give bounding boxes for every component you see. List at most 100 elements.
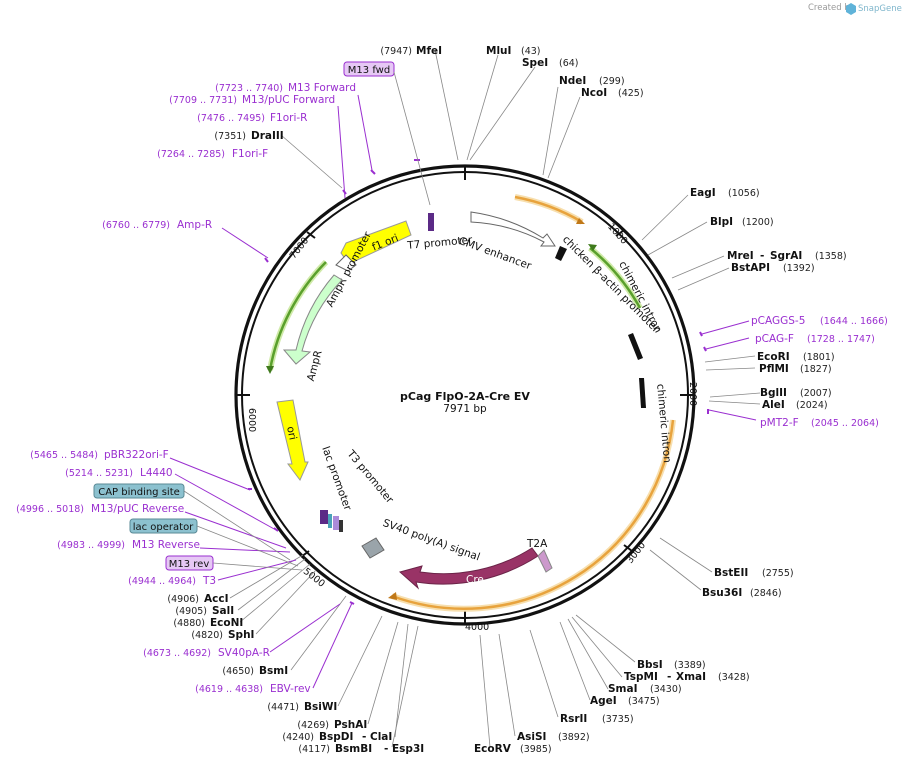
site-bglii-pos: (2007) bbox=[800, 388, 832, 399]
primer-sv40pa-r-pos: (4673 .. 4692) bbox=[143, 648, 211, 659]
site-ncoi-pos: (425) bbox=[618, 88, 644, 99]
primer-m13-reverse-pos: (4983 .. 4999) bbox=[57, 540, 125, 551]
snapgene-brand: SnapGene bbox=[858, 4, 902, 14]
chimeric-intron-block bbox=[628, 333, 643, 360]
site-connector-lines bbox=[229, 49, 761, 748]
primer-l4440-name: L4440 bbox=[140, 467, 173, 479]
primer-labels: (7723 .. 7740) M13 Forward (7709 .. 7731… bbox=[16, 82, 888, 695]
orf-arc-top-line bbox=[514, 195, 583, 224]
site-drei-pos: (1358) bbox=[815, 251, 847, 262]
svg-text:-: - bbox=[760, 250, 764, 262]
plasmid-name: pCag FlpO-2A-Cre EV bbox=[400, 390, 530, 403]
site-bsmi-name: BsmI bbox=[259, 665, 288, 677]
site-sphi-pos: (4820) bbox=[191, 630, 223, 641]
site-draiii-pos: (7351) bbox=[214, 131, 246, 142]
site-bsteii-name: BstEII bbox=[714, 567, 748, 579]
primer-pmt2-f-name: pMT2-F bbox=[760, 417, 799, 429]
site-bsu36i-pos: (2846) bbox=[750, 588, 782, 599]
orf-arc-green-left-arrow bbox=[266, 366, 274, 374]
cap-binding-box-label: CAP binding site bbox=[98, 487, 180, 498]
site-bspdi-pos: (4240) bbox=[282, 732, 314, 743]
created-by-label: Created by bbox=[808, 3, 855, 13]
orf-arc-bottom-arrow bbox=[388, 592, 397, 600]
tick-5000: 5000 bbox=[301, 566, 327, 590]
site-sali-name: SalI bbox=[212, 605, 234, 617]
orf-arc-green-right-arrow bbox=[588, 244, 597, 251]
t3-promoter-label: T3 promoter bbox=[344, 447, 396, 506]
primer-connector-lines bbox=[169, 94, 757, 689]
site-acci-pos: (4906) bbox=[167, 594, 199, 605]
svg-text:-: - bbox=[362, 731, 366, 743]
site-mlui-name: MluI bbox=[486, 45, 511, 57]
primer-pcag-f-name: pCAG-F bbox=[755, 333, 794, 345]
m13-fwd-box-label: M13 fwd bbox=[348, 65, 390, 76]
site-labels-left: (7351) DraIII (4906) AccI (4905) SalI (4… bbox=[167, 130, 424, 755]
primer-f1ori-r-pos: (7476 .. 7495) bbox=[197, 113, 265, 124]
primer-m13-reverse-name: M13 Reverse bbox=[132, 539, 200, 551]
primer-pcag-f-pos: (1728 .. 1747) bbox=[807, 334, 875, 345]
tick-7000: 7000 bbox=[288, 235, 312, 261]
tick-6000: 6000 bbox=[246, 408, 257, 432]
orf-arc-top-arrow bbox=[576, 218, 585, 224]
site-bsiwi-pos: (4471) bbox=[267, 702, 299, 713]
primer-m13puc-reverse-pos: (4996 .. 5018) bbox=[16, 504, 84, 515]
svg-text:-: - bbox=[384, 743, 388, 755]
site-asisi-pos: (3892) bbox=[558, 732, 590, 743]
backbone-ticks bbox=[236, 166, 694, 624]
orf-arc-green-left-line bbox=[268, 261, 327, 371]
site-acci-name: AccI bbox=[204, 593, 228, 605]
tick-3000: 3000 bbox=[625, 540, 649, 566]
tick-4000: 4000 bbox=[465, 622, 489, 633]
site-rsrii-name: RsrII bbox=[560, 713, 587, 725]
primer-pbr322ori-f-pos: (5465 .. 5484) bbox=[30, 450, 98, 461]
site-blpi-name: BlpI bbox=[710, 216, 733, 228]
site-ecori-pos: (1801) bbox=[803, 352, 835, 363]
primer-t3-name: T3 bbox=[202, 575, 216, 587]
cmv-enhancer-feature bbox=[470, 211, 556, 247]
t2a-label: T2A bbox=[526, 538, 548, 550]
site-asisi-name: AsiSI bbox=[517, 731, 546, 743]
site-bsmbi-pos: (4117) bbox=[298, 744, 330, 755]
primer-l4440-pos: (5214 .. 5231) bbox=[65, 468, 133, 479]
primer-ebv-rev-pos: (4619 .. 4638) bbox=[195, 684, 263, 695]
site-spei-name: SpeI bbox=[522, 57, 548, 69]
chimeric-intron-block-2 bbox=[639, 378, 646, 408]
sv40-polya-label: SV40 poly(A) signal bbox=[381, 517, 481, 563]
f1-ori-feature bbox=[340, 220, 412, 268]
primer-m13puc-forward-name: M13/pUC Forward bbox=[242, 94, 335, 106]
primer-m13-forward-name: M13 Forward bbox=[288, 82, 356, 94]
site-bsmbi-name: BsmBI bbox=[335, 743, 372, 755]
primer-m13puc-reverse-name: M13/pUC Reverse bbox=[91, 503, 184, 515]
site-smai-name: SmaI bbox=[608, 683, 638, 695]
site-draiii-name: DraIII bbox=[251, 130, 284, 142]
site-tspmi-name: TspMI bbox=[624, 671, 658, 683]
site-spei-pos: (64) bbox=[559, 58, 579, 69]
site-xmai-name: XmaI bbox=[676, 671, 706, 683]
site-pflmi-pos: (1827) bbox=[800, 364, 832, 375]
primer-t3-pos: (4944 .. 4964) bbox=[128, 576, 196, 587]
site-blpi-pos: (1200) bbox=[742, 217, 774, 228]
orf-arc-bottom-line bbox=[391, 419, 675, 610]
primer-pmt2-f-pos: (2045 .. 2064) bbox=[811, 418, 879, 429]
primer-amp-r-pos: (6760 .. 6779) bbox=[102, 220, 170, 231]
site-sgrai-name: SgrAI bbox=[770, 250, 802, 262]
site-bglii-name: BglII bbox=[760, 387, 787, 399]
site-mfei-pos: (7947) bbox=[380, 46, 412, 57]
site-pshai-pos: (4269) bbox=[297, 720, 329, 731]
orf-arc-top bbox=[514, 194, 584, 225]
site-bsiwi-name: BsiWI bbox=[304, 701, 337, 713]
m13-rev-box: M13 rev bbox=[165, 555, 214, 571]
ori-label: ori bbox=[284, 425, 299, 441]
lac-feature-cluster bbox=[320, 510, 343, 532]
primer-pcaggs5-pos: (1644 .. 1666) bbox=[820, 316, 888, 327]
site-bsteii-pos: (2755) bbox=[762, 568, 794, 579]
site-eagi-pos: (1056) bbox=[728, 188, 760, 199]
primer-m13puc-forward-pos: (7709 .. 7731) bbox=[169, 95, 237, 106]
site-sali-pos: (4905) bbox=[175, 606, 207, 617]
site-bstapi-pos: (1392) bbox=[783, 263, 815, 274]
box-connector-lines bbox=[183, 71, 431, 571]
site-econi-pos: (4880) bbox=[173, 618, 205, 629]
site-mfei-name: MfeI bbox=[416, 45, 442, 57]
site-labels-right: (7947) MfeI MluI (43) SpeI (64) NdeI (29… bbox=[380, 45, 846, 755]
site-ecorv-pos: (3985) bbox=[520, 744, 552, 755]
